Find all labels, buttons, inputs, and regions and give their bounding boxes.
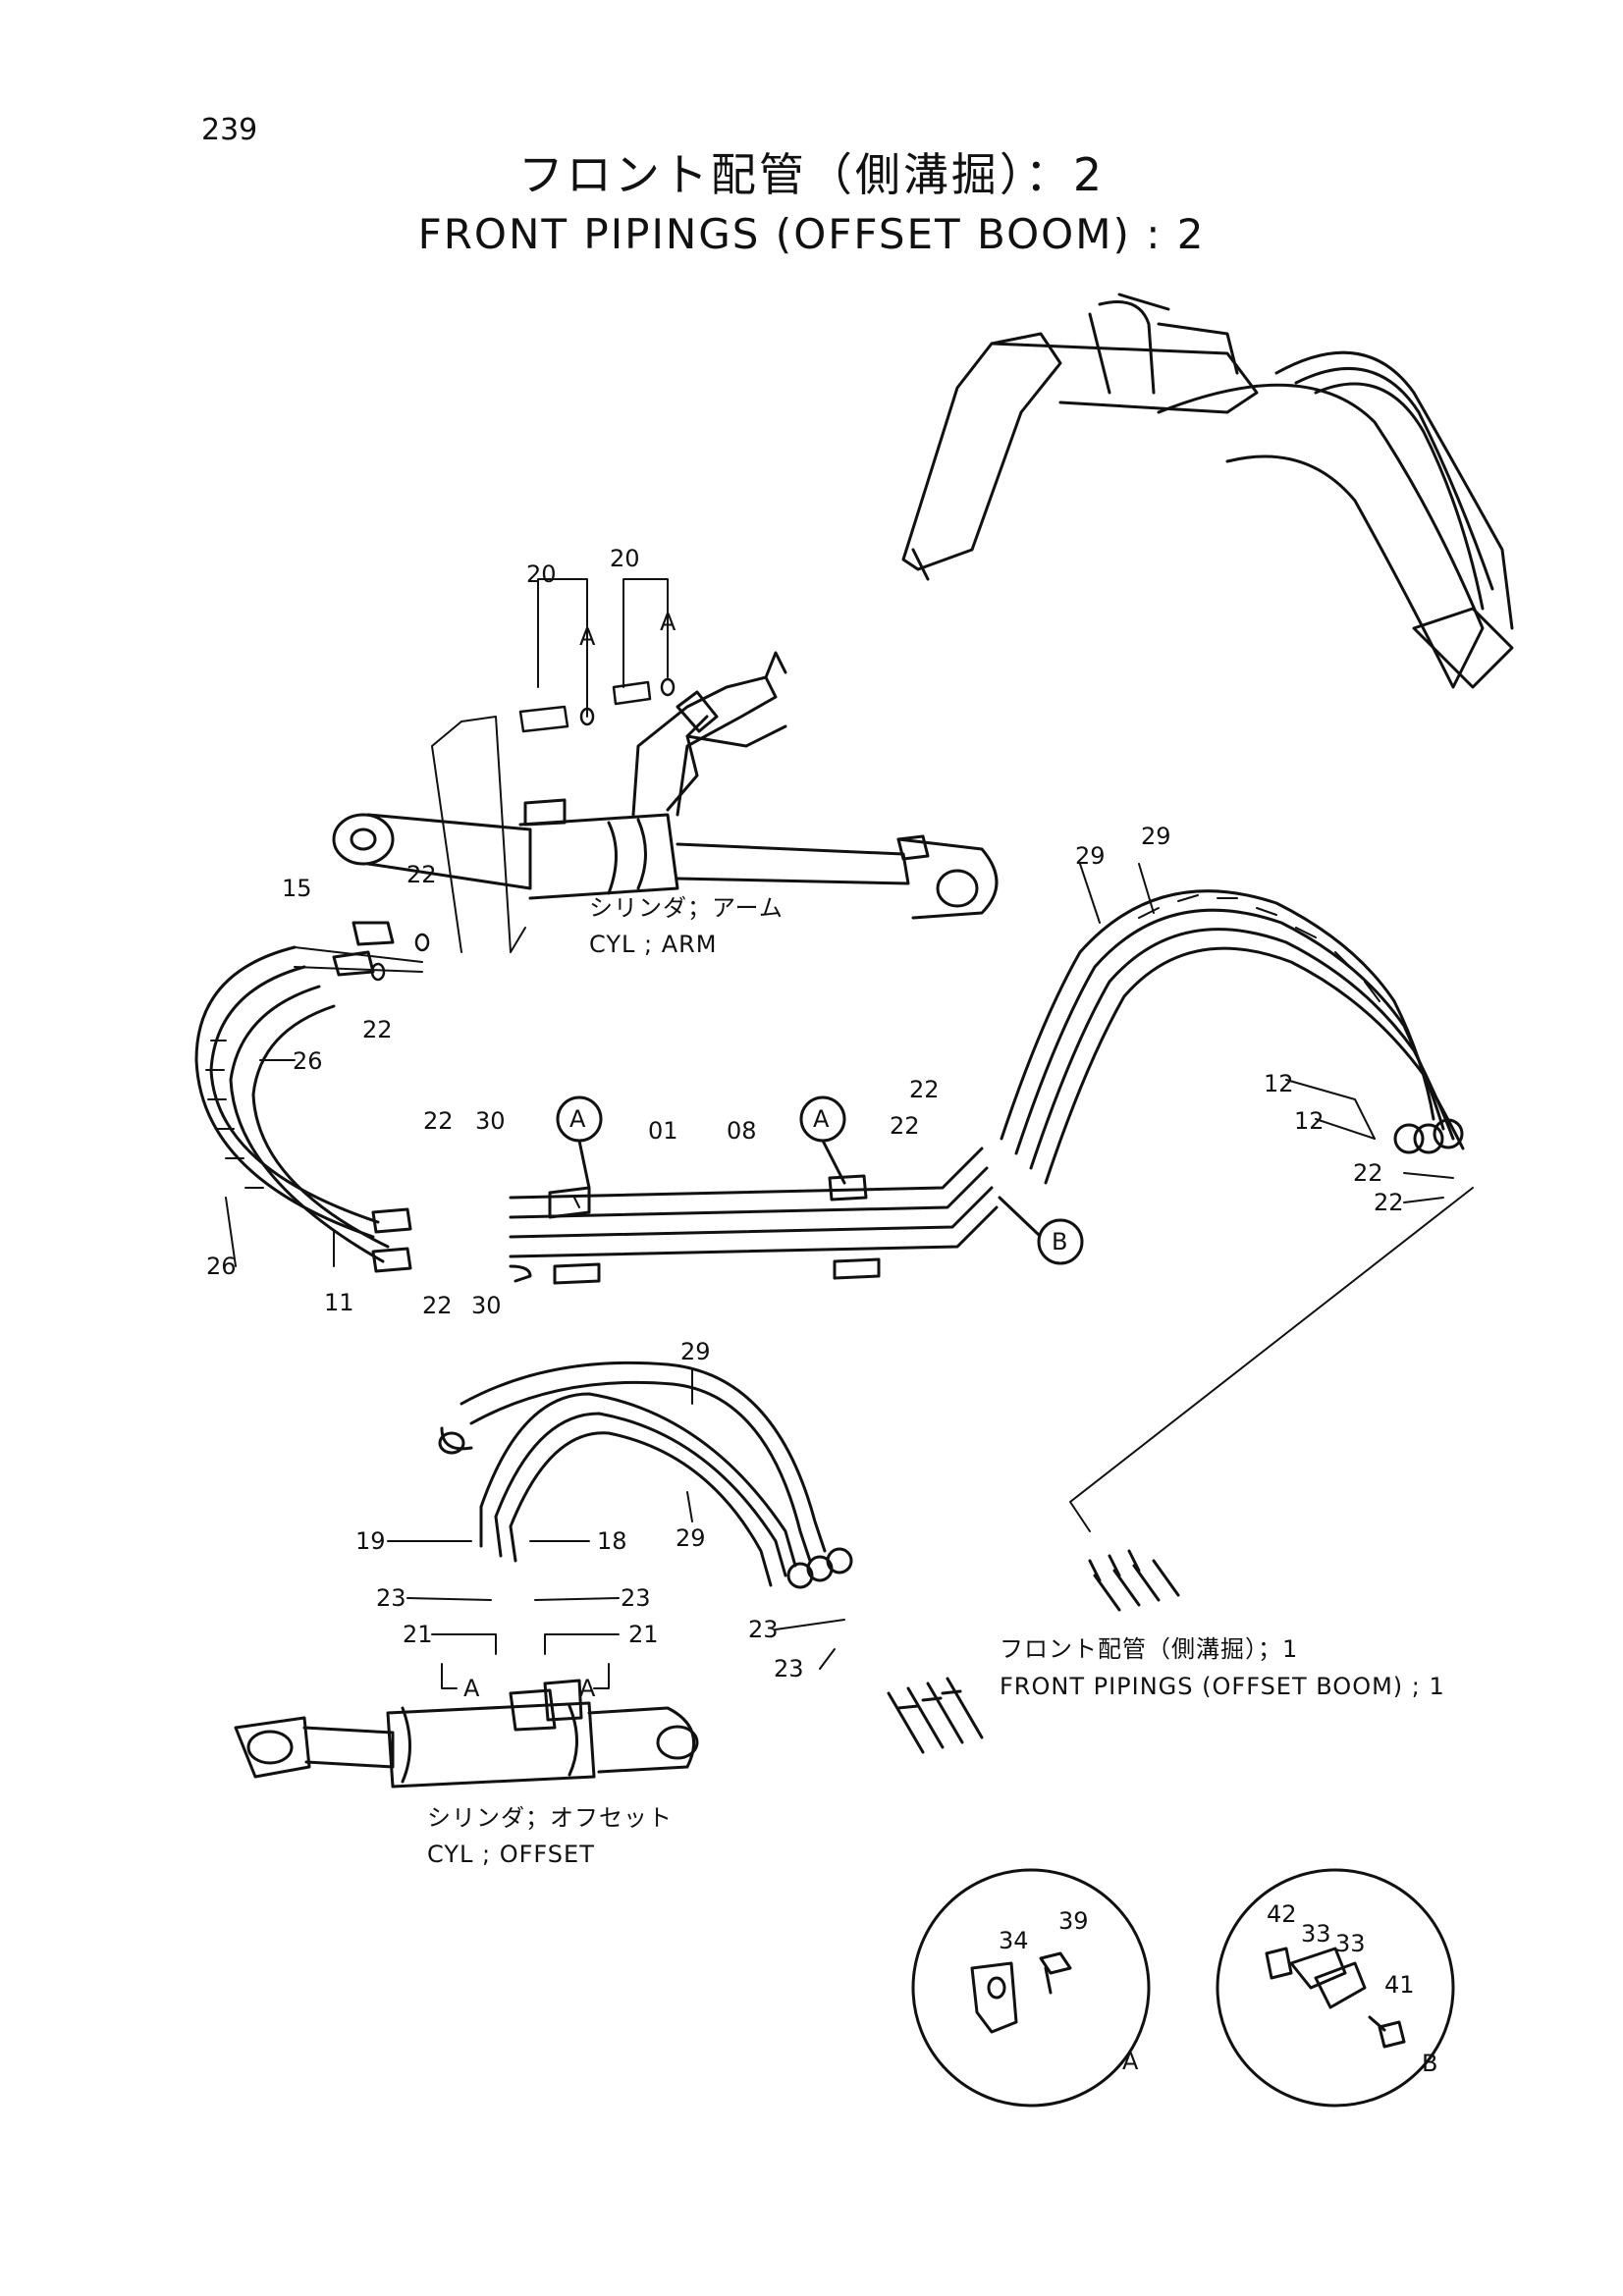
ref-pipes [887,1549,1180,1754]
part-label: 22 [423,1107,454,1135]
part-label: 26 [293,1047,323,1075]
pipes-01-08 [509,1147,999,1285]
part-label: 18 [597,1527,627,1555]
part-label: 20 [526,561,557,588]
callout-b: B [1052,1228,1068,1255]
part-label: B [1422,2050,1438,2077]
part-label: 29 [1141,823,1171,850]
part-label: 22 [406,861,437,888]
fittings-arm [370,677,676,982]
part-label: 21 [628,1621,659,1648]
hose-loop-left [194,921,412,1273]
detail-circle-b [1216,1868,1455,2108]
part-label: 11 [324,1289,354,1316]
part-label: 33 [1301,1920,1331,1948]
part-label: A [579,1675,596,1702]
part-label: A [463,1675,480,1702]
part-label: 29 [676,1524,706,1552]
part-label: 12 [1264,1070,1294,1097]
arm-cylinder-caption-jp: シリンダ；アーム [589,894,784,922]
reference-caption-jp: フロント配管（側溝掘）；1 [1000,1635,1299,1663]
offset-cylinder-caption-en: CYL ; OFFSET [427,1841,595,1868]
part-label: 23 [621,1584,651,1612]
part-label: 39 [1058,1907,1089,1935]
leader-lines [225,578,1474,1689]
part-label: 22 [422,1292,453,1319]
part-label: 15 [282,875,312,902]
part-label: 22 [1374,1189,1404,1216]
part-label: 22 [909,1076,940,1103]
detail-circle-a [911,1868,1151,2108]
hoses-12-29 [1000,889,1465,1185]
part-label: 41 [1384,1971,1415,1999]
callout-a-1: A [569,1105,586,1133]
part-label: 34 [999,1927,1029,1954]
part-label: 21 [403,1621,433,1648]
arm-cylinder-drawing [332,651,999,920]
callout-circles [556,1095,1084,1265]
part-label: 30 [471,1292,502,1319]
arm-cylinder-caption-en: CYL ; ARM [589,931,718,958]
offset-cylinder-caption-jp: シリンダ；オフセット [427,1804,673,1832]
part-label: 42 [1267,1900,1297,1928]
part-label: 12 [1294,1107,1325,1135]
part-label: A [579,623,596,651]
hoses-18-19-29 [438,1361,853,1589]
part-label: 22 [362,1016,393,1043]
part-label: 19 [355,1527,386,1555]
part-label: A [660,609,676,636]
page-title-japanese: フロント配管（側溝掘）：2 [517,148,1106,201]
offset-cylinder-drawing [234,1679,699,1789]
part-label: 23 [774,1655,804,1682]
callout-a-2: A [813,1105,830,1133]
part-label: A [1122,2048,1139,2075]
part-label: 08 [727,1117,757,1145]
part-label: 33 [1335,1930,1366,1957]
part-label: 23 [748,1616,779,1643]
reference-caption-en: FRONT PIPINGS (OFFSET BOOM) ; 1 [1000,1673,1445,1700]
part-label: 26 [206,1253,237,1280]
part-label: 29 [1075,842,1106,870]
part-label: 30 [475,1107,506,1135]
part-label: 29 [680,1338,711,1365]
part-label: 01 [648,1117,678,1145]
part-label: 22 [1353,1159,1383,1187]
part-label: 20 [610,545,640,572]
page-title-english: FRONT PIPINGS (OFFSET BOOM) : 2 [417,210,1206,258]
page-number: 239 [201,113,258,147]
part-label: 22 [890,1112,920,1140]
part-label: 23 [376,1584,406,1612]
machine-overview-sketch [901,293,1514,689]
